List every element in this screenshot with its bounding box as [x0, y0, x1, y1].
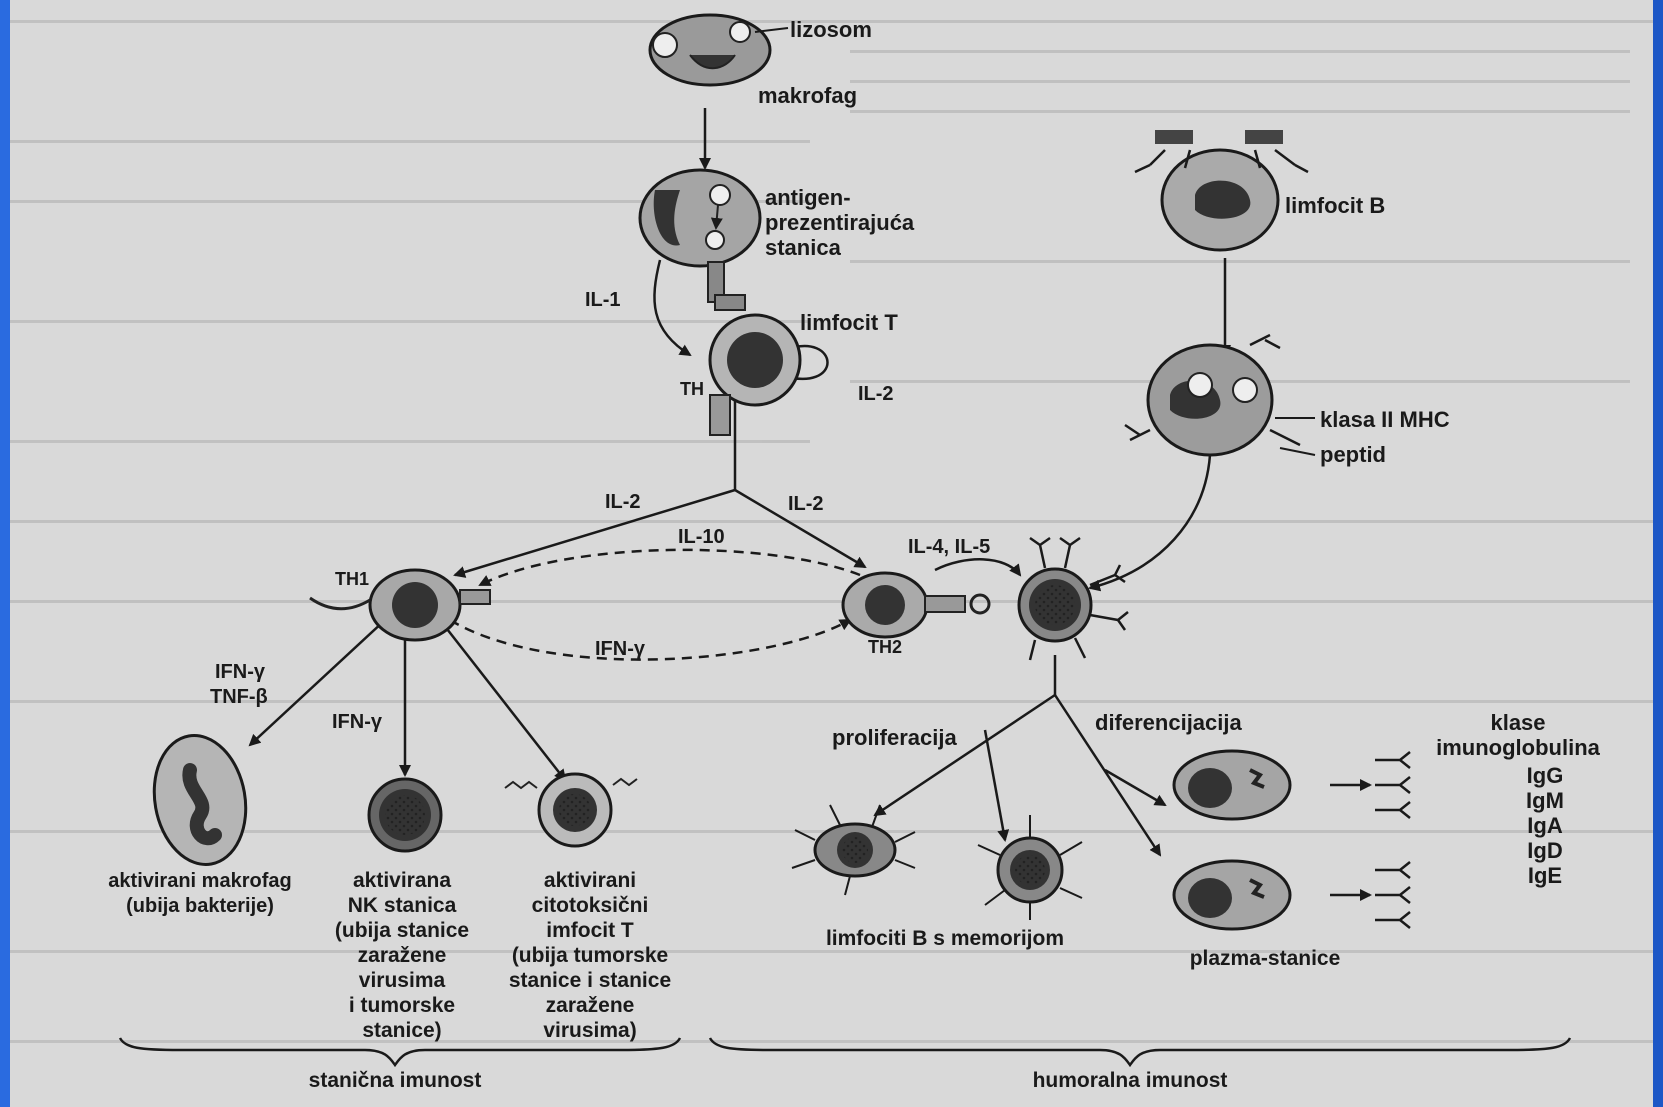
- lysosome-pointer: [754, 27, 789, 33]
- activated-macrophage: [152, 734, 248, 866]
- label-th2: TH2: [868, 637, 902, 657]
- label-humoral-immunity: humoralna imunost: [1033, 1069, 1228, 1092]
- label-nk-outcome: i tumorske: [349, 994, 455, 1017]
- label-il4-il5: IL-4, IL-5: [908, 536, 990, 558]
- label-nk-outcome: stanice): [362, 1019, 441, 1042]
- label-memory-b: limfociti B s memorijom: [826, 927, 1064, 950]
- label-ifn-mid: IFN-γ: [332, 711, 383, 733]
- pathway-arrows: [248, 108, 1372, 901]
- label-il2-right: IL-2: [788, 493, 824, 515]
- label-nk-outcome: virusima: [359, 969, 446, 992]
- mhc-peptide-pointers: [1275, 417, 1316, 456]
- label-ig-class: IgG: [1527, 763, 1564, 788]
- diagram-labels: lizosom makrofag antigen- prezentirajuća…: [108, 17, 1600, 1092]
- t-lymphocyte-cell: [708, 294, 802, 436]
- label-apc-3: stanica: [765, 235, 842, 260]
- label-nk-outcome: (ubija stanice: [335, 919, 469, 942]
- label-limfocit-b: limfocit B: [1285, 193, 1385, 218]
- label-ctl-outcome: zaražene: [546, 994, 635, 1017]
- b-cell-center: [1017, 536, 1129, 661]
- label-ifn-left-1: IFN-γ: [215, 661, 266, 683]
- activated-nk-cell: [367, 777, 443, 853]
- plasma-cell-2: [1172, 859, 1292, 931]
- plasma-cell-1: [1172, 749, 1292, 821]
- label-makrofag-outcome-2: (ubija bakterije): [126, 895, 274, 917]
- label-th: TH: [680, 379, 704, 399]
- label-klasa-mhc: klasa II MHC: [1320, 407, 1450, 432]
- label-makrofag-outcome-1: aktivirani makrofag: [108, 870, 291, 892]
- th2-cell: [841, 571, 991, 639]
- label-lizosom: lizosom: [790, 17, 872, 42]
- label-ifn-left-2: TNF-β: [210, 686, 268, 708]
- label-ctl-outcome: virusima): [543, 1019, 636, 1042]
- label-diferencijacija: diferencijacija: [1095, 710, 1243, 735]
- label-il2-loop: IL-2: [858, 383, 894, 405]
- label-ig-class: IgE: [1528, 863, 1562, 888]
- immune-response-diagram: lizosom makrofag antigen- prezentirajuća…: [10, 13, 1653, 1092]
- label-ig-title-1: klase: [1490, 710, 1545, 735]
- label-cellular-immunity: stanična imunost: [309, 1069, 482, 1092]
- label-nk-outcome: zaražene: [358, 944, 447, 967]
- label-ctl-outcome: imfocit T: [546, 919, 634, 942]
- label-il2-left: IL-2: [605, 491, 641, 513]
- label-ctl-outcome: stanice i stanice: [509, 969, 671, 992]
- b-lymphocyte-cell: [1134, 130, 1309, 252]
- label-proliferacija: proliferacija: [832, 725, 957, 750]
- label-ifn-th1-th2: IFN-γ: [595, 638, 646, 660]
- memory-b-cell-2: [977, 815, 1083, 920]
- label-apc-2: prezentirajuća: [765, 210, 915, 235]
- label-apc-1: antigen-: [765, 185, 851, 210]
- label-ig-class: IgM: [1526, 788, 1564, 813]
- label-peptid: peptid: [1320, 442, 1386, 467]
- th1-cell: [309, 568, 491, 642]
- label-makrofag: makrofag: [758, 83, 857, 108]
- label-ctl-outcome: aktivirani: [544, 869, 636, 892]
- activated-cytotoxic-t-cell: [504, 772, 638, 848]
- label-il1: IL-1: [585, 289, 621, 311]
- label-ig-class: IgD: [1527, 838, 1562, 863]
- label-th1: TH1: [335, 569, 369, 589]
- label-nk-outcome: NK stanica: [348, 894, 457, 917]
- label-plasma: plazma-stanice: [1190, 947, 1341, 970]
- memory-b-cell-1: [791, 804, 916, 896]
- label-ig-title-2: imunoglobulina: [1436, 735, 1601, 760]
- diagram-canvas: lizosom makrofag antigen- prezentirajuća…: [10, 0, 1653, 1107]
- label-ctl-outcome: citotoksični: [532, 894, 649, 917]
- label-nk-outcome: aktivirana: [353, 869, 451, 892]
- label-ctl-outcome: (ubija tumorske: [512, 944, 668, 967]
- activated-b-cell-mhc: [1124, 333, 1301, 457]
- immunity-braces: [118, 1037, 1572, 1068]
- label-il10: IL-10: [678, 526, 725, 548]
- label-ig-class: IgA: [1527, 813, 1563, 838]
- antigen-presenting-cell: [638, 168, 762, 303]
- antibody-icons: [1375, 751, 1411, 929]
- macrophage-cell: [648, 13, 772, 87]
- label-limfocit-t: limfocit T: [800, 310, 898, 335]
